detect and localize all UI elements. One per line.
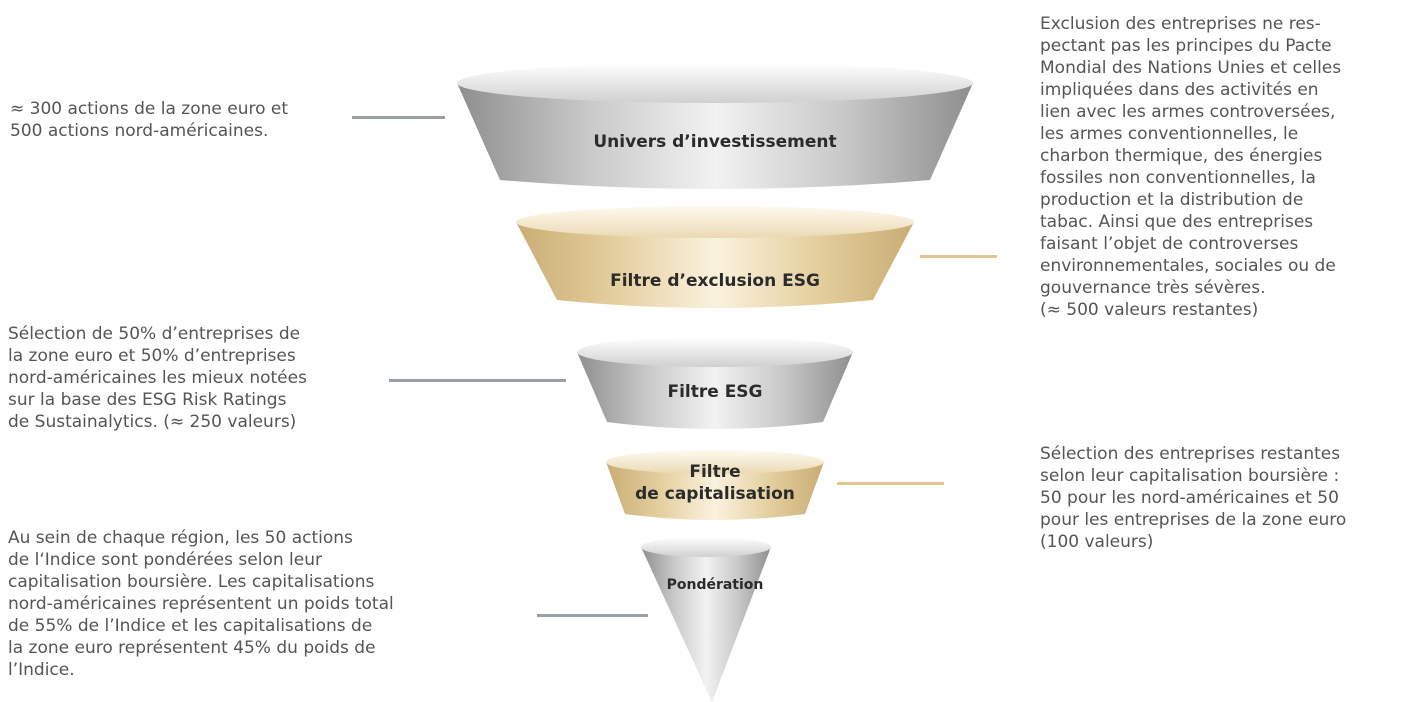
connector-esg (389, 379, 566, 382)
funnel-stage-esg (577, 337, 853, 429)
stage-label-exclusion: Filtre d’exclusion ESG (610, 271, 820, 291)
stage-label-univers: Univers d’investissement (593, 132, 837, 152)
note-ponderation: Au sein de chaque région, les 50 actions… (8, 528, 394, 680)
note-capitalisation: Sélection des entreprises restantes selo… (1040, 444, 1347, 552)
funnel-stage-exclusion (516, 206, 914, 308)
stage-label-capitalisation: Filtre de capitalisation (635, 462, 795, 504)
note-exclusion: Exclusion des entreprises ne res- pectan… (1040, 14, 1342, 320)
funnel-stage-univers (457, 63, 973, 189)
note-univers: ≈ 300 actions de la zone euro et 500 act… (10, 99, 289, 141)
note-esg: Sélection de 50% d’entreprises de la zon… (8, 324, 307, 432)
funnel-stage-capitalisation (606, 450, 824, 520)
connector-ponderation (537, 614, 648, 617)
funnel-stage-ponderation (641, 537, 771, 702)
connector-capitalisation (837, 482, 944, 485)
connector-univers (352, 116, 445, 119)
stage-label-ponderation: Pondération (666, 577, 764, 593)
stage-label-esg: Filtre ESG (667, 382, 763, 402)
connector-exclusion (920, 255, 997, 258)
